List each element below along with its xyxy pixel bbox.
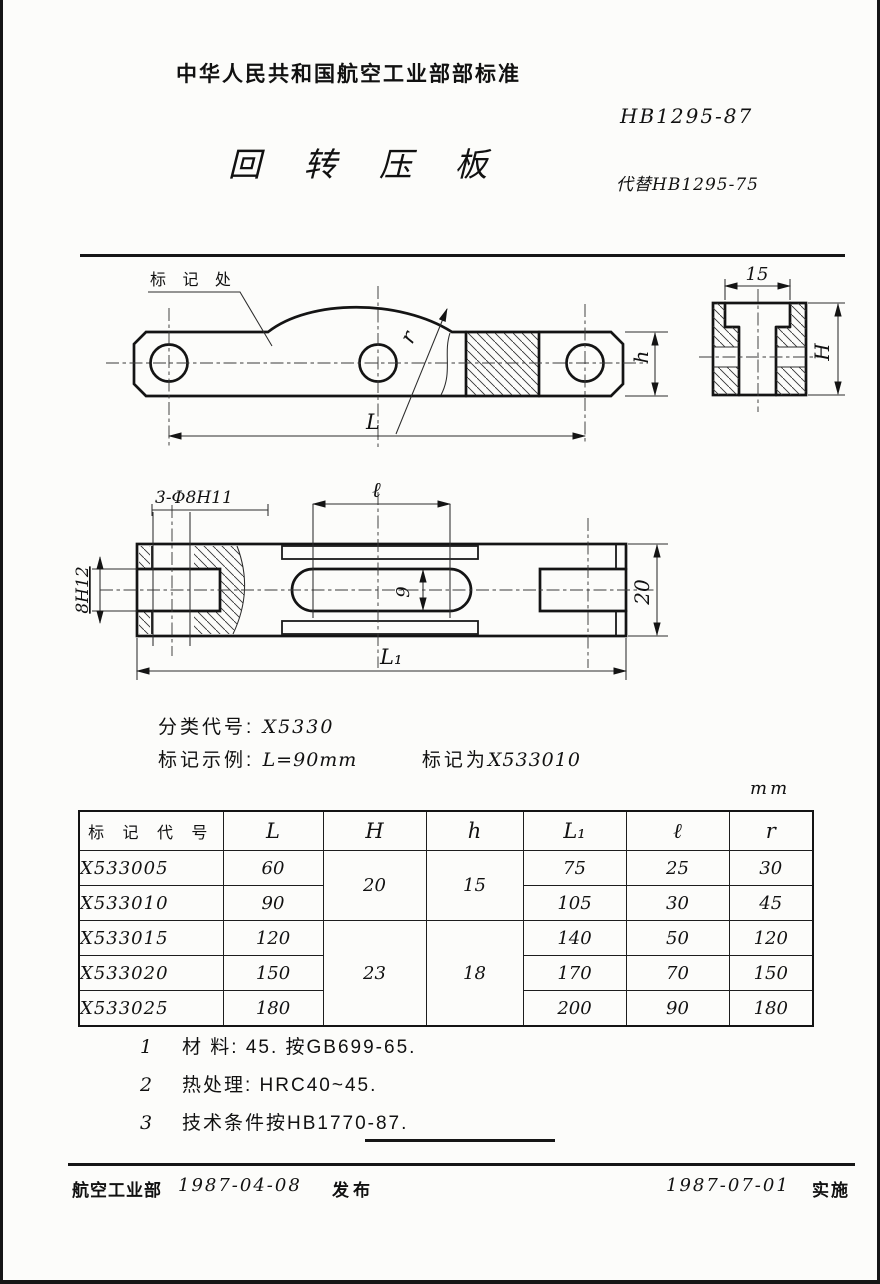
col-r: r xyxy=(728,810,814,851)
replaces-note: 代替HB1295-75 xyxy=(616,175,759,195)
end-rule xyxy=(365,1139,555,1142)
cell-l: 50 xyxy=(625,920,730,956)
cell-L1: 140 xyxy=(522,920,627,956)
cell-r: 30 xyxy=(728,850,814,886)
section-width-label: 15 xyxy=(746,264,769,285)
cell-L1: 105 xyxy=(522,885,627,921)
col-L1: L₁ xyxy=(522,810,627,851)
classification-code: X5330 xyxy=(262,716,335,738)
footer-issuer: 航空工业部 xyxy=(72,1181,162,1200)
col-L: L xyxy=(222,810,324,851)
cell-r: 180 xyxy=(728,990,814,1027)
notes-list: 1 材 料: 45. 按GB699-65. 2 热处理: HRC40~45. 3 技术… xyxy=(140,1032,416,1135)
col-code: 标 记 代 号 xyxy=(78,810,224,851)
section-height-label: H xyxy=(810,343,834,362)
note-number: 2 xyxy=(140,1074,153,1096)
col-l: ℓ xyxy=(625,810,730,851)
table-header-row: 标 记 代 号 L H h L₁ ℓ r xyxy=(78,810,814,851)
table-row: X533015 120 23 18 140 50 120 xyxy=(78,920,814,1027)
note-text: 热处理: HRC40~45. xyxy=(182,1075,378,1096)
classification-line: 分类代号: X5330 xyxy=(158,712,334,739)
cell-L1: 170 xyxy=(522,955,627,991)
note-number: 1 xyxy=(140,1036,153,1058)
cell-L: 180 xyxy=(222,990,324,1027)
plan-length-label: L₁ xyxy=(379,645,402,669)
plan-slot-width-label: 9 xyxy=(393,586,414,597)
cell-r: 120 xyxy=(728,920,814,956)
note-number: 3 xyxy=(140,1112,153,1134)
page-border-right xyxy=(877,0,880,1284)
example-code: X533010 xyxy=(487,749,581,771)
cell-code: X533010 xyxy=(78,885,224,921)
cell-H-merged: 20 xyxy=(322,850,427,921)
cell-code: X533015 xyxy=(78,920,224,956)
cell-L: 60 xyxy=(222,850,324,886)
table-unit-label: mm xyxy=(750,778,791,799)
parts-table: 标 记 代 号 L H h L₁ ℓ r X533005 60 20 15 75… xyxy=(78,810,814,1027)
table-row: X533025 180 200 90 180 xyxy=(78,990,814,1027)
cell-L1: 200 xyxy=(522,990,627,1027)
cell-L: 120 xyxy=(222,920,324,956)
cell-l: 30 xyxy=(625,885,730,921)
table-row: X533020 150 170 70 150 xyxy=(78,955,814,991)
example-marking-prefix: 标记为 xyxy=(421,750,488,771)
plan-view: 8H12 9 3-Φ8H11 ℓ 20 xyxy=(73,478,668,680)
table-row: X533010 90 105 30 45 xyxy=(78,885,814,921)
front-view: 标 记 处 r L h xyxy=(106,271,668,448)
front-length-label: L xyxy=(365,410,380,434)
front-height-label: h xyxy=(629,351,653,364)
cell-l: 25 xyxy=(625,850,730,886)
cell-h-merged: 15 xyxy=(425,850,524,921)
col-H: H xyxy=(322,810,427,851)
cell-l: 90 xyxy=(625,990,730,1027)
plan-holes-label: 3-Φ8H11 xyxy=(155,488,233,508)
cell-code: X533025 xyxy=(78,990,224,1027)
cell-r: 150 xyxy=(728,955,814,991)
footer-effective-label: 实施 xyxy=(812,1181,850,1200)
plan-plate-width-label: 20 xyxy=(630,579,654,606)
technical-drawing: 标 记 处 r L h xyxy=(73,264,845,680)
page-border-bottom xyxy=(0,1280,880,1284)
table-row: X533005 60 20 15 75 25 30 xyxy=(78,850,814,921)
example-label: 标记示例: xyxy=(158,750,255,771)
cell-L1: 75 xyxy=(522,850,627,886)
cell-h-merged: 18 xyxy=(425,920,524,1027)
col-h: h xyxy=(425,810,524,851)
standard-org-title: 中华人民共和国航空工业部部标准 xyxy=(176,63,521,86)
section-view: 15 H xyxy=(699,264,845,412)
footer-effective-date: 1987-07-01 xyxy=(666,1175,790,1196)
document-title: 回 转 压 板 xyxy=(228,145,504,184)
marking-example-line: 标记示例: L=90mm 标记为X533010 xyxy=(158,745,581,772)
front-marking-label: 标 记 处 xyxy=(150,271,237,289)
footer-rule xyxy=(68,1163,855,1166)
note-text: 材 料: 45. 按GB699-65. xyxy=(182,1037,417,1058)
footer-issue-label: 发布 xyxy=(332,1181,374,1200)
footer-issue-date: 1987-04-08 xyxy=(178,1175,302,1196)
cell-l: 70 xyxy=(625,955,730,991)
note-line: 3 技术条件按HB1770-87. xyxy=(140,1108,416,1135)
header-rule xyxy=(80,254,845,257)
example-condition: L=90mm xyxy=(262,749,358,771)
cell-L: 90 xyxy=(222,885,324,921)
note-line: 2 热处理: HRC40~45. xyxy=(140,1070,416,1097)
cell-r: 45 xyxy=(728,885,814,921)
cell-L: 150 xyxy=(222,955,324,991)
page-border-left xyxy=(0,0,3,1284)
plan-slot-length-label: ℓ xyxy=(372,478,381,502)
note-text: 技术条件按HB1770-87. xyxy=(182,1113,409,1134)
standard-number: HB1295-87 xyxy=(620,104,754,128)
plan-slot-fit-label: 8H12 xyxy=(73,566,93,613)
cell-H-merged: 23 xyxy=(322,920,427,1027)
cell-code: X533020 xyxy=(78,955,224,991)
front-radius-label: r xyxy=(395,325,422,347)
cell-code: X533005 xyxy=(78,850,224,886)
classification-label: 分类代号: xyxy=(158,717,255,738)
note-line: 1 材 料: 45. 按GB699-65. xyxy=(140,1032,416,1059)
